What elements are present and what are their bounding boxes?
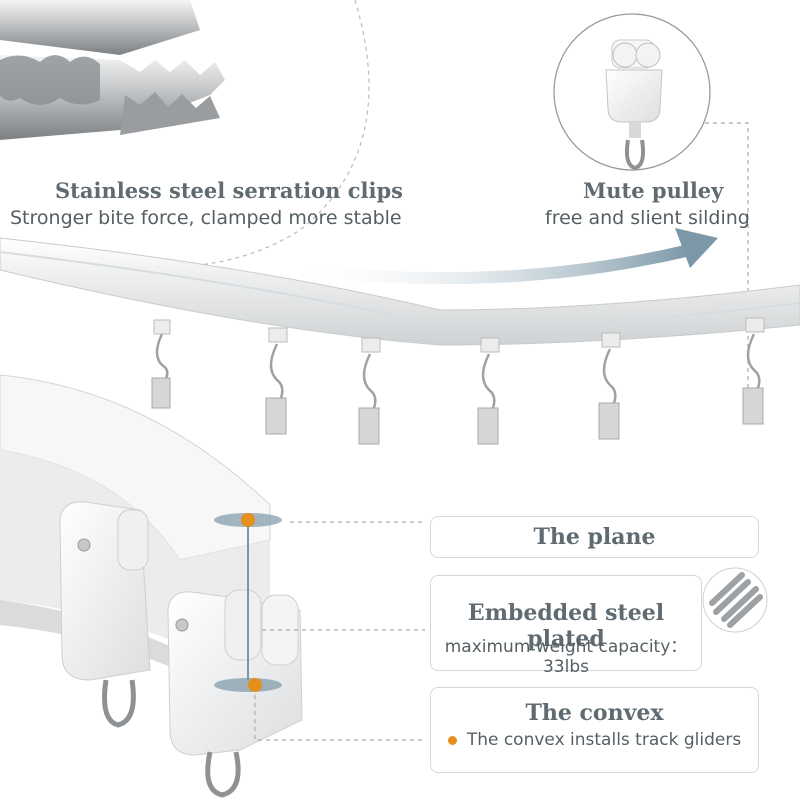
marker-dot-convex <box>248 678 262 692</box>
callout-plane: The plane <box>430 516 759 558</box>
curved-rail <box>0 237 800 346</box>
marker-dot-plane <box>241 513 255 527</box>
callout-steel-subtitle: maximum weight capacity：33lbs <box>444 637 688 677</box>
direction-arrow <box>284 244 696 285</box>
serration-clip-closeup <box>0 0 225 140</box>
arrow-head <box>675 228 718 268</box>
clips-title: Stainless steel serration clips <box>55 178 403 203</box>
callout-plane-title: The plane <box>533 524 656 550</box>
pulley-subtitle: free and slient silding <box>545 207 750 229</box>
bullet-dot <box>447 735 457 745</box>
callout-convex-title: The convex <box>525 700 664 726</box>
callout-convex-subtitle-row: The convex installs track gliders <box>431 730 758 750</box>
pulley-leader-line <box>705 122 749 420</box>
callout-steel-title: Embedded steel plated <box>467 600 665 652</box>
pulley-closeup <box>553 13 711 171</box>
hook-clips <box>151 317 765 445</box>
callout-convex-subtitle: The convex installs track gliders <box>466 730 742 750</box>
callout-steel: Embedded steel plated maximum weight cap… <box>430 575 702 677</box>
track-cross-section <box>0 374 303 798</box>
clips-subtitle: Stronger bite force, clamped more stable <box>10 207 402 229</box>
dashed-arc <box>129 0 370 268</box>
steel-rods-icon <box>702 567 768 633</box>
callout-convex: The convex The convex installs track gli… <box>430 687 759 773</box>
callout-leaders <box>254 521 425 741</box>
pulley-title: Mute pulley <box>583 178 724 203</box>
